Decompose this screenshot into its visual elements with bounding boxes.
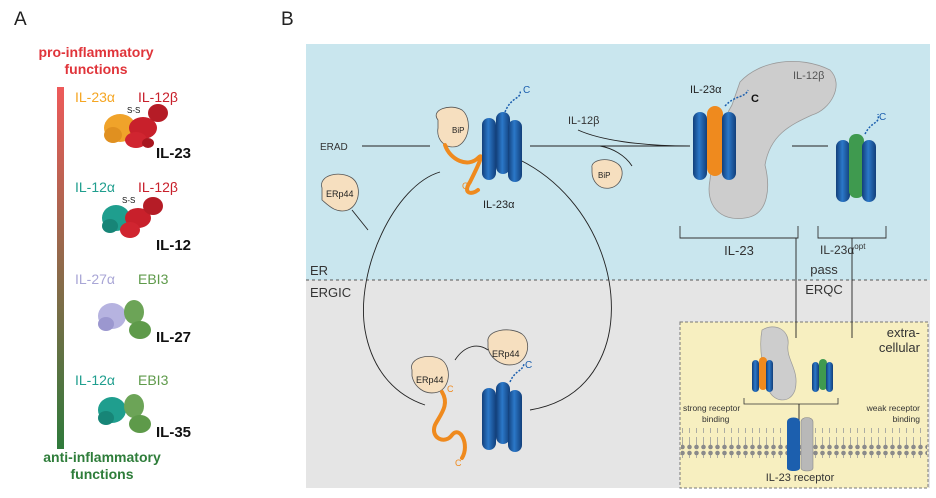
il23-receptor-icon xyxy=(787,417,814,472)
il12-beta-label: IL-12β xyxy=(138,89,178,105)
il23a-bip-complex: BiP C C IL-23α xyxy=(435,85,530,211)
erad-label: ERAD xyxy=(320,142,348,153)
erp44-bound-left xyxy=(411,356,449,394)
pass-label: pass xyxy=(810,262,838,277)
erp44-bound-left-label: ERp44 xyxy=(416,375,444,385)
bip-released: BiP xyxy=(591,159,623,189)
il23-structure-icon xyxy=(104,104,168,148)
erp44-exchange-arrow xyxy=(454,345,489,361)
erqc-label: ERQC xyxy=(805,282,843,297)
il12b-subunit-label: IL-12β xyxy=(793,70,824,82)
cycle-arc-right xyxy=(519,159,612,411)
il12-structure-icon xyxy=(102,197,163,238)
secreted-il23a-opt xyxy=(812,359,833,392)
il12b-free-label: IL-12β xyxy=(568,115,599,127)
erp44-bound-right-label: ERp44 xyxy=(492,349,520,359)
erp44-release-arrow xyxy=(351,209,369,231)
il27-alpha-label: IL-27α xyxy=(75,271,115,287)
cycle-arc-left xyxy=(363,171,441,406)
erp44-bound-right xyxy=(487,329,529,366)
cytokine-il27: IL-27α EBI3 IL-27 xyxy=(75,271,191,346)
er-label: ER xyxy=(310,263,328,278)
il23a-opt-label: IL-23αopt xyxy=(820,242,866,257)
il12-alpha-label: IL-12α xyxy=(75,179,115,195)
cytokine-il23: IL-23α IL-12β S-S IL-23 xyxy=(75,89,191,162)
weak-binding-label: weak receptor xyxy=(866,403,921,413)
il35-name: IL-35 xyxy=(156,424,191,441)
il12-disulfide-label: S-S xyxy=(122,196,135,205)
anti-inflammatory-label-2: functions xyxy=(71,466,134,482)
ebi3-label-2: EBI3 xyxy=(138,372,169,388)
il12b-subunit xyxy=(708,61,837,219)
extracellular-label-2: cellular xyxy=(879,340,921,355)
ebi3-label: EBI3 xyxy=(138,271,169,287)
il23-heterodimer-er: IL-12β IL-23α C xyxy=(690,61,837,219)
binding-bracket xyxy=(743,398,839,405)
secreted-il23 xyxy=(752,326,797,401)
bip-bound-label: BiP xyxy=(452,126,464,135)
weak-binding-label-2: binding xyxy=(893,414,921,424)
cytokine-il35: IL-12α EBI3 IL-35 xyxy=(75,372,191,441)
extracellular-label: extra- xyxy=(887,325,920,340)
panel-b: B ER ERGIC extra- cellular ERAD ERp44 Bi… xyxy=(281,9,930,489)
cytokine-il12: IL-12α IL-12β S-S IL-12 xyxy=(75,179,191,254)
il35-structure-icon xyxy=(98,394,151,433)
ergic-orange-c-label: C xyxy=(447,384,454,394)
bip-chaperone-bound xyxy=(435,106,469,148)
il35-alpha-label: IL-12α xyxy=(75,372,115,388)
panel-a: A pro-inflammatory functions IL-23α IL-1… xyxy=(14,9,191,482)
strong-binding-label: strong receptor xyxy=(683,403,740,413)
ergic-orange-c-label-2: C xyxy=(455,458,462,468)
il23-bracket xyxy=(679,226,799,239)
il23a-opt-protein: C xyxy=(836,112,886,202)
orange-c-label-er: C xyxy=(462,181,469,191)
ergic-blue-c-terminus: C xyxy=(525,360,532,371)
bip-released-label: BiP xyxy=(598,171,610,180)
anti-inflammatory-label: anti-inflammatory xyxy=(43,449,161,465)
il27-structure-icon xyxy=(98,300,151,339)
pro-inflammatory-label-2: functions xyxy=(65,61,128,77)
unfolded-region xyxy=(443,143,483,195)
opt-c-terminus: C xyxy=(879,112,886,123)
il27-name: IL-27 xyxy=(156,329,191,346)
erp44-free: ERp44 xyxy=(321,173,359,212)
erp44-free-label: ERp44 xyxy=(326,189,354,199)
il12-beta-label-2: IL-12β xyxy=(138,179,178,195)
il23-complex-label: IL-23 xyxy=(724,243,754,258)
il12-name: IL-12 xyxy=(156,237,191,254)
il23a-erp44-complex: ERp44 ERp44 C C C xyxy=(411,329,532,468)
pro-inflammatory-label: pro-inflammatory xyxy=(38,44,153,60)
bip-release-arrow xyxy=(599,145,633,167)
panel-a-letter: A xyxy=(14,9,27,30)
il23-alpha-label: IL-23α xyxy=(75,89,115,105)
il23a-label-complex: IL-23α xyxy=(690,84,722,96)
il23a-c-terminus-er: C xyxy=(523,85,530,96)
strong-binding-label-2: binding xyxy=(702,414,730,424)
complex-c-terminus: C xyxy=(751,93,759,105)
ergic-label: ERGIC xyxy=(310,285,351,300)
il23-name: IL-23 xyxy=(156,145,191,162)
il23-disulfide-label: S-S xyxy=(127,106,140,115)
panel-b-letter: B xyxy=(281,9,294,30)
il23-receptor-label: IL-23 receptor xyxy=(766,472,835,484)
gradient-bar xyxy=(57,87,64,449)
il23a-label-er: IL-23α xyxy=(483,199,515,211)
